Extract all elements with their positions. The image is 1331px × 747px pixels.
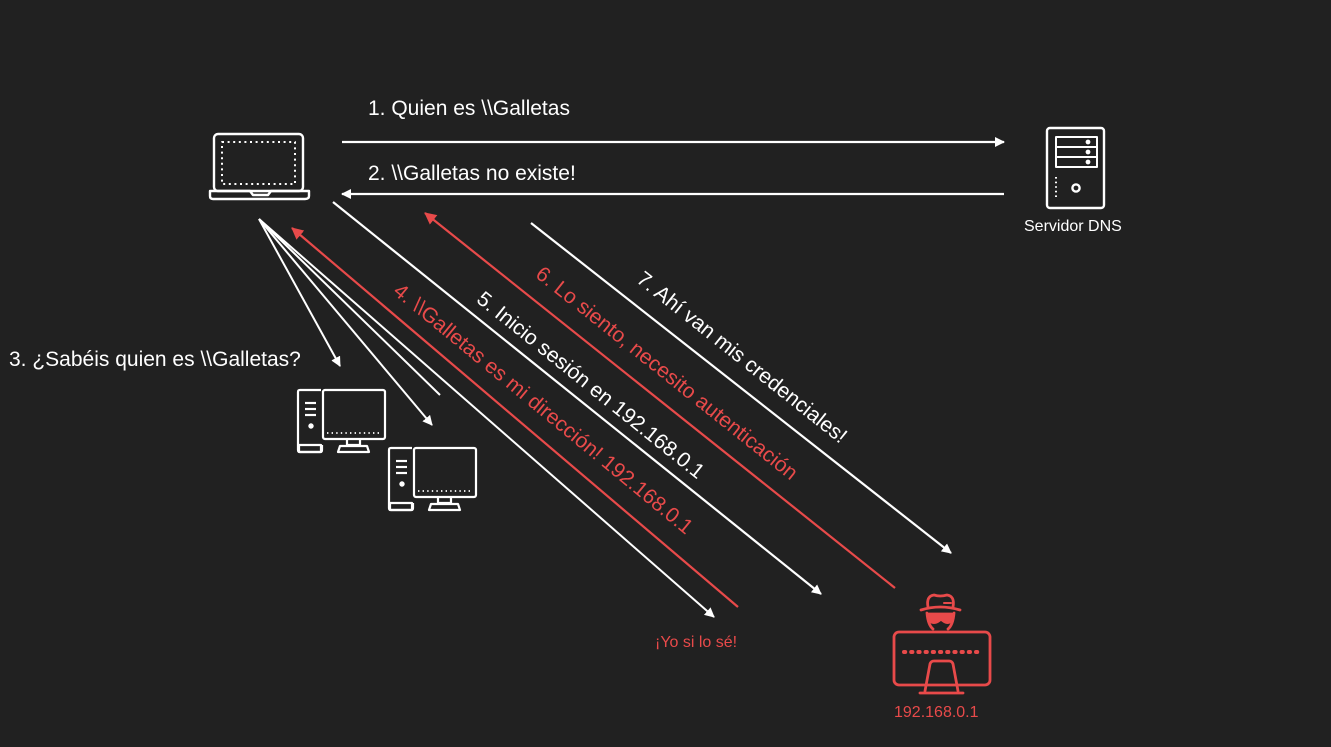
laptop-icon xyxy=(208,132,311,201)
desktop-computer-icon xyxy=(387,446,478,512)
arrow-step-7 xyxy=(530,222,952,554)
arrow-step-5 xyxy=(332,201,822,595)
desktop-computer-icon xyxy=(296,388,387,454)
server-icon xyxy=(1045,126,1106,210)
arrow-step-4 xyxy=(291,227,739,608)
arrow-step-3-network-a xyxy=(258,218,715,618)
arrow-step-3-peer-2 xyxy=(258,218,433,426)
step-2-label: 2. \\Galletas no existe! xyxy=(368,162,576,185)
step-3-label: 3. ¿Sabéis quien es \\Galletas? xyxy=(9,348,301,371)
hacker-computer-icon xyxy=(892,593,992,695)
attacker-ip-label: 192.168.0.1 xyxy=(894,704,979,721)
arrow-step-6 xyxy=(424,212,896,589)
arrow-step-3-network-b xyxy=(258,218,441,396)
dns-server-label: Servidor DNS xyxy=(1024,218,1122,235)
arrow-step-3-peer-1 xyxy=(258,218,341,367)
step-1-label: 1. Quien es \\Galletas xyxy=(368,97,570,120)
attacker-reply-annotation: ¡Yo si lo sé! xyxy=(655,634,738,651)
